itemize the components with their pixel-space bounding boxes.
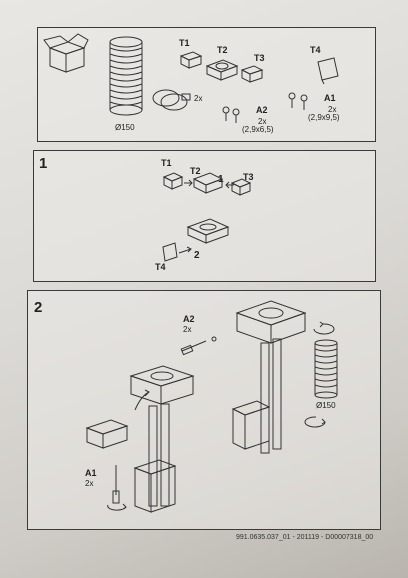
step1-t2-label: T2 <box>190 166 201 176</box>
t4-label: T4 <box>310 45 321 55</box>
rotate-arrow-icon-top <box>313 321 335 335</box>
step1-combined-adapter-icon <box>186 218 230 244</box>
box-icon <box>43 33 89 73</box>
duct-diameter-label: Ø150 <box>115 123 135 132</box>
step2-duct-diameter: Ø150 <box>316 401 336 410</box>
step-1-panel: 1 T1 T2 T3 1 2 T4 <box>33 150 376 282</box>
a2-screw-icon <box>222 106 240 123</box>
step-2-panel: 2 Ø150 A2 2x <box>27 290 381 530</box>
step1-t1-label: T1 <box>161 158 172 168</box>
screwdriver-icon-bottom <box>107 465 127 511</box>
right-hood-assembly-icon <box>231 300 307 454</box>
a1-qty: 2x <box>328 105 337 114</box>
step1-t3-label: T3 <box>243 172 254 182</box>
step2-a2-qty: 2x <box>183 325 192 334</box>
rotate-arrow-icon-bottom <box>304 416 326 428</box>
screwdriver-icon-top <box>180 336 217 356</box>
step2-duct-icon <box>314 339 338 399</box>
t3-label: T3 <box>254 53 265 63</box>
a1-screw-icon <box>288 92 308 110</box>
a1-label: A1 <box>324 93 336 103</box>
a1-size: (2,9x9,5) <box>308 113 340 122</box>
t1-label: T1 <box>179 38 190 48</box>
a2-qty: 2x <box>258 117 267 126</box>
clamp-qty: 2x <box>194 94 203 103</box>
step1-t4-label: T4 <box>155 262 166 272</box>
flexible-duct-icon <box>109 36 143 116</box>
step2-a1-label: A1 <box>85 468 97 478</box>
t2-label: T2 <box>217 45 228 55</box>
a2-label: A2 <box>256 105 268 115</box>
t1-adapter-icon <box>179 51 203 69</box>
t4-plate-icon <box>317 57 339 85</box>
step2-a2-label: A2 <box>183 314 195 324</box>
document-code-footer: 991.0635.037_01 - 201119 - D00007318_00 <box>236 534 374 541</box>
step1-sub-2: 2 <box>194 250 200 261</box>
hose-clamp-icon <box>152 89 191 111</box>
left-hood-assembly-icon <box>85 365 195 513</box>
t3-adapter-icon <box>240 65 264 83</box>
parts-overview-panel: Ø150 2x T1 T2 T3 T4 A2 2x (2,9x <box>37 27 376 142</box>
a2-size: (2,9x6,5) <box>242 125 274 134</box>
step1-assembly-icon <box>162 172 252 196</box>
step2-a1-qty: 2x <box>85 479 94 488</box>
step-2-number: 2 <box>34 299 43 316</box>
step-1-number: 1 <box>39 155 48 172</box>
step1-t4-plate-icon <box>162 242 192 262</box>
t2-adapter-icon <box>205 59 239 81</box>
